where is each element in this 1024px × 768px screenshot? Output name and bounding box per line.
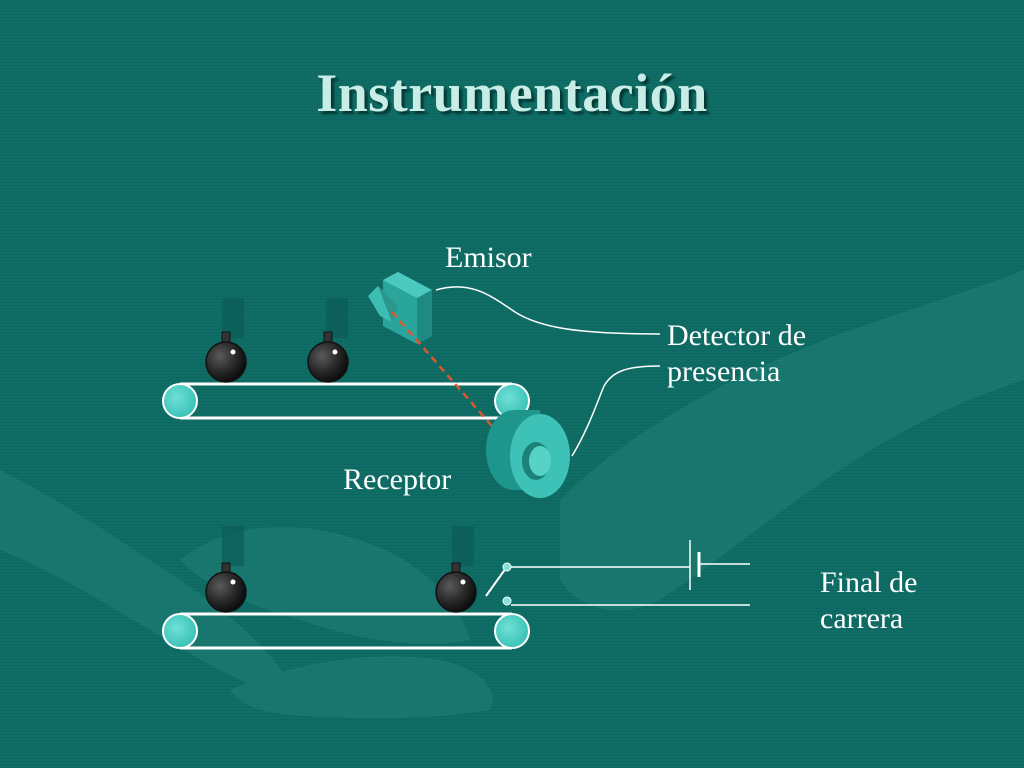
bottom-conveyor <box>162 526 530 650</box>
receiver-label-text: Receptor <box>343 463 452 496</box>
top-conveyor <box>162 298 530 420</box>
slide-title: Instrumentación <box>316 63 708 123</box>
object-ball <box>205 331 247 383</box>
switch-contact-top <box>502 562 512 572</box>
background-hands-silhouette <box>0 270 1024 719</box>
receiver-leader-line <box>571 365 661 457</box>
switch-contact-bottom <box>502 596 512 606</box>
ball-shadow <box>326 298 348 338</box>
presence-detector-label-line1: Detector de <box>667 319 807 352</box>
emitter-label: Emisor <box>445 240 532 276</box>
receiver-label: Receptor <box>343 462 451 498</box>
limit-switch-icon <box>485 540 750 606</box>
photoelectric-emitter-icon <box>368 272 432 344</box>
limit-switch-label: Final de carrera <box>820 565 918 637</box>
object-ball <box>205 562 247 613</box>
presence-detector-label-line2: presencia <box>667 355 781 388</box>
emitter-leader-line <box>435 286 661 335</box>
presence-detector-label: Detector de presencia <box>667 318 806 390</box>
emitter-label-text: Emisor <box>445 241 532 274</box>
ball-shadow <box>452 526 474 566</box>
conveyor-roller-left <box>162 383 198 419</box>
object-ball <box>435 562 477 613</box>
switch-lever <box>485 567 507 597</box>
object-ball <box>307 331 349 383</box>
ball-shadow <box>222 298 244 338</box>
conveyor-roller-left <box>162 613 198 649</box>
ball-shadow <box>222 526 244 566</box>
limit-switch-label-line2: carrera <box>820 602 904 635</box>
photoelectric-receiver-icon <box>486 410 570 498</box>
conveyor-roller-right <box>494 613 530 649</box>
limit-switch-label-line1: Final de <box>820 566 918 599</box>
